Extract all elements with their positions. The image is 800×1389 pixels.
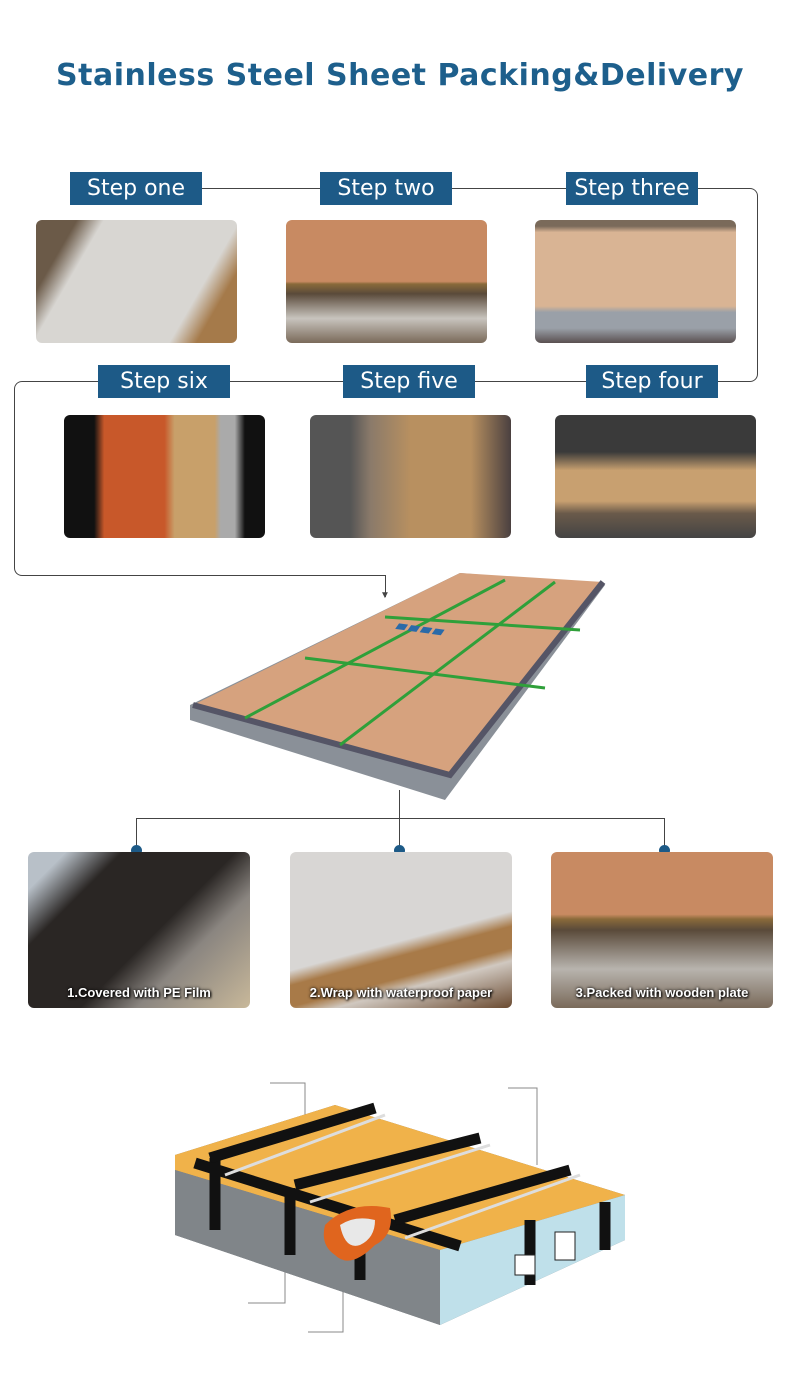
connector <box>399 790 400 818</box>
packing-caption: 3.Packed with wooden plate <box>575 985 749 1000</box>
step-six-label: Step six <box>98 365 230 398</box>
connector <box>399 818 400 848</box>
dot-marker <box>131 845 142 856</box>
step-one-photo <box>36 220 237 343</box>
dot-marker <box>659 845 670 856</box>
packing-photo-waterproof-paper: 2.Wrap with waterproof paper <box>290 852 512 1008</box>
step-three-photo <box>535 220 736 343</box>
step-six-photo <box>64 415 265 538</box>
step-four-photo <box>555 415 756 538</box>
step-one-label: Step one <box>70 172 202 205</box>
dot-marker <box>394 845 405 856</box>
page-title: Stainless Steel Sheet Packing&Delivery <box>56 58 744 93</box>
connector <box>136 818 137 848</box>
packed-sheet-image: ▰▰▰▰ <box>190 573 606 800</box>
connector <box>136 818 664 819</box>
connector <box>202 188 320 189</box>
step-two-photo <box>286 220 487 343</box>
packing-photo-wooden-plate: 3.Packed with wooden plate <box>551 852 773 1008</box>
connector <box>452 188 566 189</box>
step-three-label: Step three <box>566 172 698 205</box>
step-four-label: Step four <box>586 365 718 398</box>
packing-caption: 1.Covered with PE Film <box>67 985 211 1000</box>
step-two-label: Step two <box>320 172 452 205</box>
packing-photo-pe-film: 1.Covered with PE Film <box>28 852 250 1008</box>
arrow-down-icon: ▼ <box>380 590 390 601</box>
crate-diagram <box>175 1082 625 1333</box>
connector <box>385 575 386 597</box>
connector <box>698 188 758 382</box>
connector <box>664 818 665 848</box>
step-five-photo <box>310 415 511 538</box>
packing-caption: 2.Wrap with waterproof paper <box>309 985 493 1000</box>
connector <box>475 381 586 382</box>
step-five-label: Step five <box>343 365 475 398</box>
